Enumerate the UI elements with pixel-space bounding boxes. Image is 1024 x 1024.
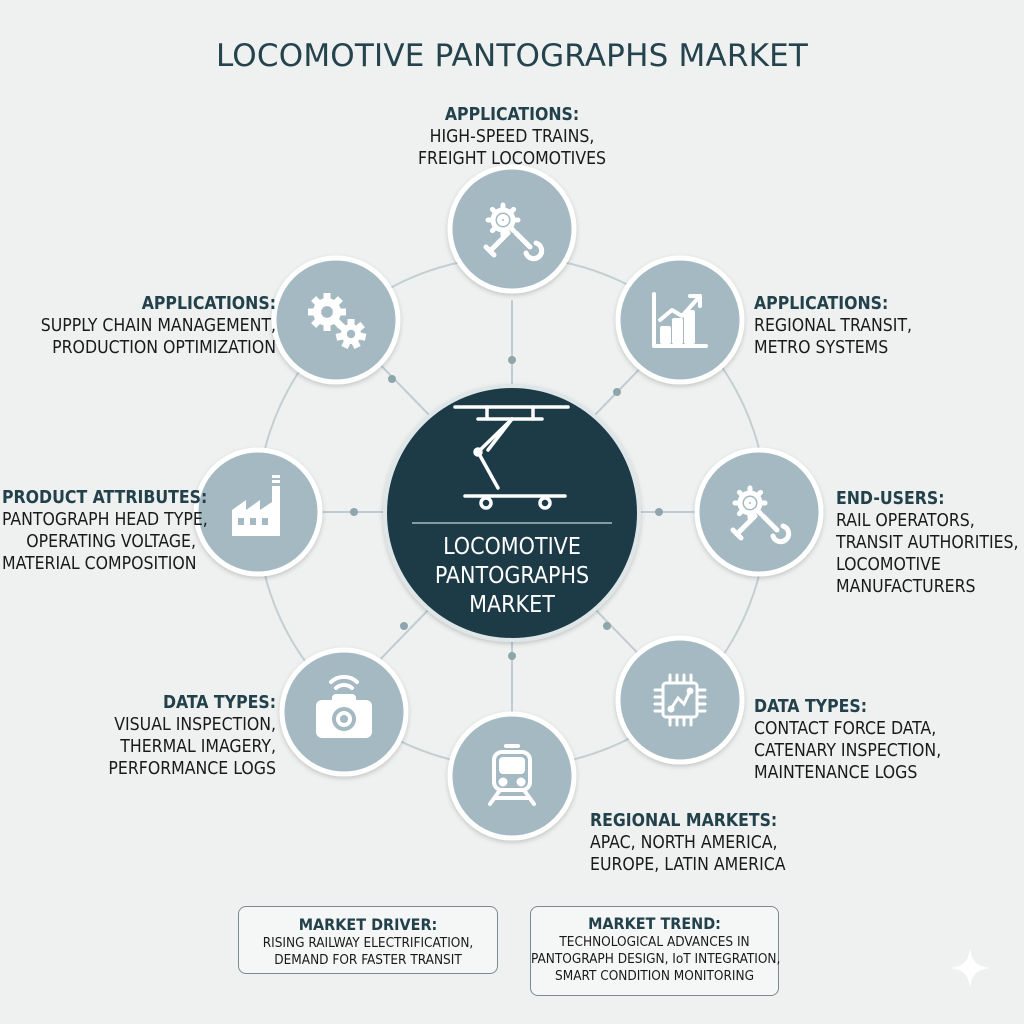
node-heading: APPLICATIONS: [754,294,889,314]
hub-line: LOCOMOTIVE [443,534,581,560]
sparkle-icon [950,948,990,988]
node-top-right [615,255,745,385]
train-icon [488,744,536,806]
node-line: APAC, NORTH AMERICA, [590,833,778,853]
hub-line: PANTOGRAPHS [434,563,590,589]
node-line: CATENARY INSPECTION, [754,741,942,761]
node-line: MAINTENANCE LOGS [754,763,918,783]
growth-chart-icon [652,292,708,348]
pantograph-icon [453,405,570,510]
hub-line: MARKET [469,592,555,618]
connector-dots [350,356,663,660]
hub-label: LOCOMOTIVE PANTOGRAPHS MARKET [400,533,624,620]
node-line: RAIL OPERATORS, [836,511,975,531]
box-line: RISING RAILWAY ELECTRIFICATION, [262,935,474,951]
box-line: SMART CONDITION MONITORING [555,968,754,984]
node-line: OPERATING VOLTAGE, [26,532,196,552]
node-label-bottom-left: DATA TYPES: VISUAL INSPECTION, THERMAL I… [60,692,276,780]
camera-icon [316,674,372,738]
factory-icon [232,475,280,536]
market-trend-box: MARKET TREND: TECHNOLOGICAL ADVANCES IN … [530,906,781,996]
node-heading: END-USERS: [836,489,945,509]
node-label-left: PRODUCT ATTRIBUTES: PANTOGRAPH HEAD TYPE… [2,487,208,575]
node-line: VISUAL INSPECTION, [114,715,276,735]
node-line: MATERIAL COMPOSITION [2,554,197,574]
node-line: EUROPE, LATIN AMERICA [590,855,786,875]
node-heading: DATA TYPES: [754,697,868,717]
node-top [447,164,577,294]
node-heading: REGIONAL MARKETS: [590,811,778,831]
node-right [694,447,824,577]
node-heading: APPLICATIONS: [444,105,580,125]
box-heading: MARKET TREND: [588,914,721,933]
node-line: TRANSIT AUTHORITIES, [836,533,1019,553]
node-label-top-right: APPLICATIONS: REGIONAL TRANSIT, METRO SY… [754,293,912,359]
node-bottom-right [615,635,745,765]
node-line: PRODUCTION OPTIMIZATION [52,338,276,358]
node-label-top: APPLICATIONS: HIGH-SPEED TRAINS, FREIGHT… [392,104,632,170]
wrench-gear-icon [730,485,792,545]
box-heading: MARKET DRIVER: [298,915,438,934]
node-line: SUPPLY CHAIN MANAGEMENT, [40,316,276,336]
box-line: DEMAND FOR FASTER TRANSIT [274,952,462,968]
node-line: CONTACT FORCE DATA, [754,719,937,739]
microchip-icon [653,673,707,727]
box-line: PANTOGRAPH DESIGN, IoT INTEGRATION, [531,951,781,967]
node-line: HIGH-SPEED TRAINS, [429,127,595,147]
node-label-right: END-USERS: RAIL OPERATORS, TRANSIT AUTHO… [836,488,1019,598]
node-heading: APPLICATIONS: [141,294,276,314]
node-line: METRO SYSTEMS [754,338,889,358]
node-line: LOCOMOTIVE [836,555,941,575]
box-line: TECHNOLOGICAL ADVANCES IN [559,934,750,950]
node-left [193,447,323,577]
node-heading: PRODUCT ATTRIBUTES: [2,488,208,508]
node-line: PANTOGRAPH HEAD TYPE, [2,510,208,530]
node-top-left [271,255,401,385]
node-line: PERFORMANCE LOGS [108,759,276,779]
node-line: THERMAL IMAGERY, [120,737,276,757]
page-title: LOCOMOTIVE PANTOGRAPHS MARKET [215,38,809,74]
node-bottom [447,711,577,841]
node-label-bottom-right: DATA TYPES: CONTACT FORCE DATA, CATENARY… [754,696,941,784]
node-line: FREIGHT LOCOMOTIVES [417,149,607,169]
market-driver-box: MARKET DRIVER: RISING RAILWAY ELECTRIFIC… [238,906,498,974]
node-circle [447,711,577,841]
node-bottom-left [279,647,409,777]
node-label-bottom: REGIONAL MARKETS: APAC, NORTH AMERICA, E… [590,810,785,876]
hub-circle [383,384,641,642]
node-heading: DATA TYPES: [162,693,276,713]
node-line: REGIONAL TRANSIT, [754,316,913,336]
node-line: MANUFACTURERS [836,577,976,597]
node-label-top-left: APPLICATIONS: SUPPLY CHAIN MANAGEMENT, P… [40,293,276,359]
gears-icon [308,293,367,350]
wrench-gear-icon [483,202,545,262]
